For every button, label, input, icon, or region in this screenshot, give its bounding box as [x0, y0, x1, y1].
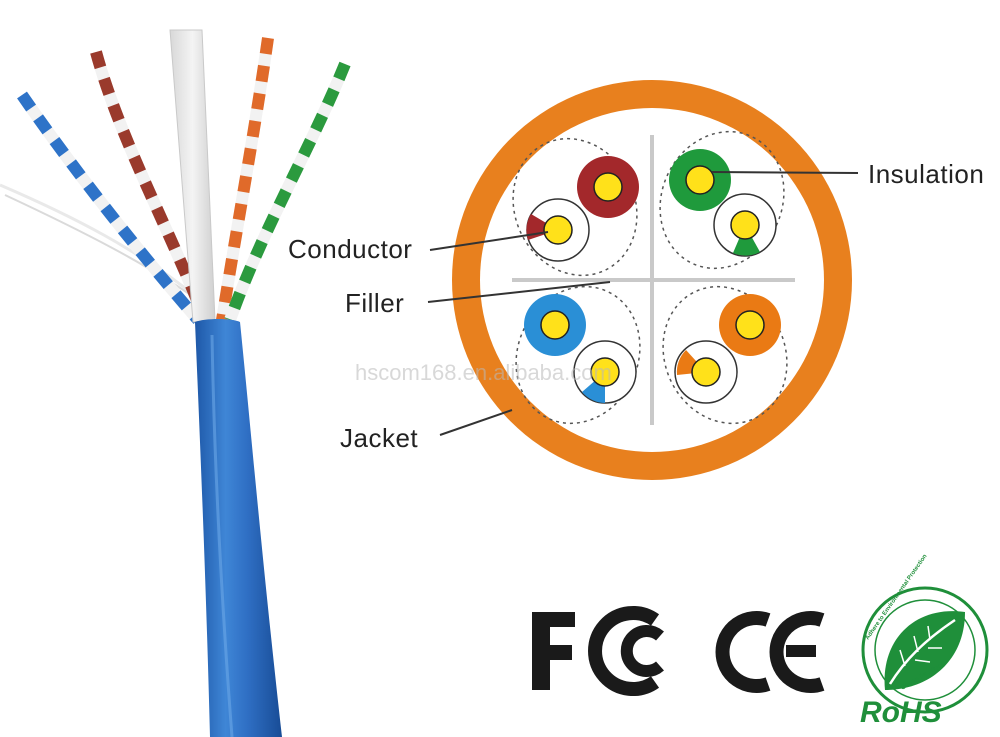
- leaf-icon: [884, 611, 965, 690]
- filler-leader: [427, 281, 611, 303]
- fcc-logo: FC: [532, 606, 664, 696]
- brown-white-conductor: [543, 215, 573, 245]
- jacket-label: Jacket: [340, 423, 418, 453]
- green-white-conductor: [730, 210, 760, 240]
- orange-white-conductor: [691, 357, 721, 387]
- blue-conductor: [540, 310, 570, 340]
- brown-conductor: [593, 172, 623, 202]
- conductor-leader: [429, 231, 549, 251]
- green-white-pair: [224, 61, 351, 323]
- orange-pair: [662, 285, 788, 425]
- separator-spline: [169, 29, 216, 323]
- ripcord-strand: [4, 194, 206, 306]
- ripcord-strand: [0, 183, 201, 302]
- orange-white-pair: [216, 37, 274, 321]
- green-pair: [659, 130, 785, 270]
- green-conductor: [685, 165, 715, 195]
- cross-section: [452, 80, 852, 480]
- blue-white-conductor: [590, 357, 620, 387]
- ce-logo: CE: [715, 611, 825, 693]
- blue-white-pair: [17, 91, 203, 324]
- rohs-text: RoHS: [860, 696, 942, 729]
- orange-conductor: [735, 310, 765, 340]
- blue-pair: [515, 285, 641, 425]
- insulation-label: Insulation: [868, 159, 984, 189]
- cable-jacket: [195, 319, 282, 737]
- conductor-label: Conductor: [288, 234, 412, 264]
- cable-illustration: [0, 29, 351, 737]
- watermark: hscom168.en.alibaba.com: [355, 360, 612, 385]
- cable-highlight: [210, 334, 234, 737]
- filler-label: Filler: [345, 288, 404, 318]
- brown-pair: [512, 137, 639, 277]
- jacket-leader: [439, 409, 513, 436]
- insulation-leader: [711, 171, 859, 174]
- callout-lines: [427, 171, 859, 436]
- rohs-logo: RoHS Green Product Adhere to Environment…: [860, 553, 989, 729]
